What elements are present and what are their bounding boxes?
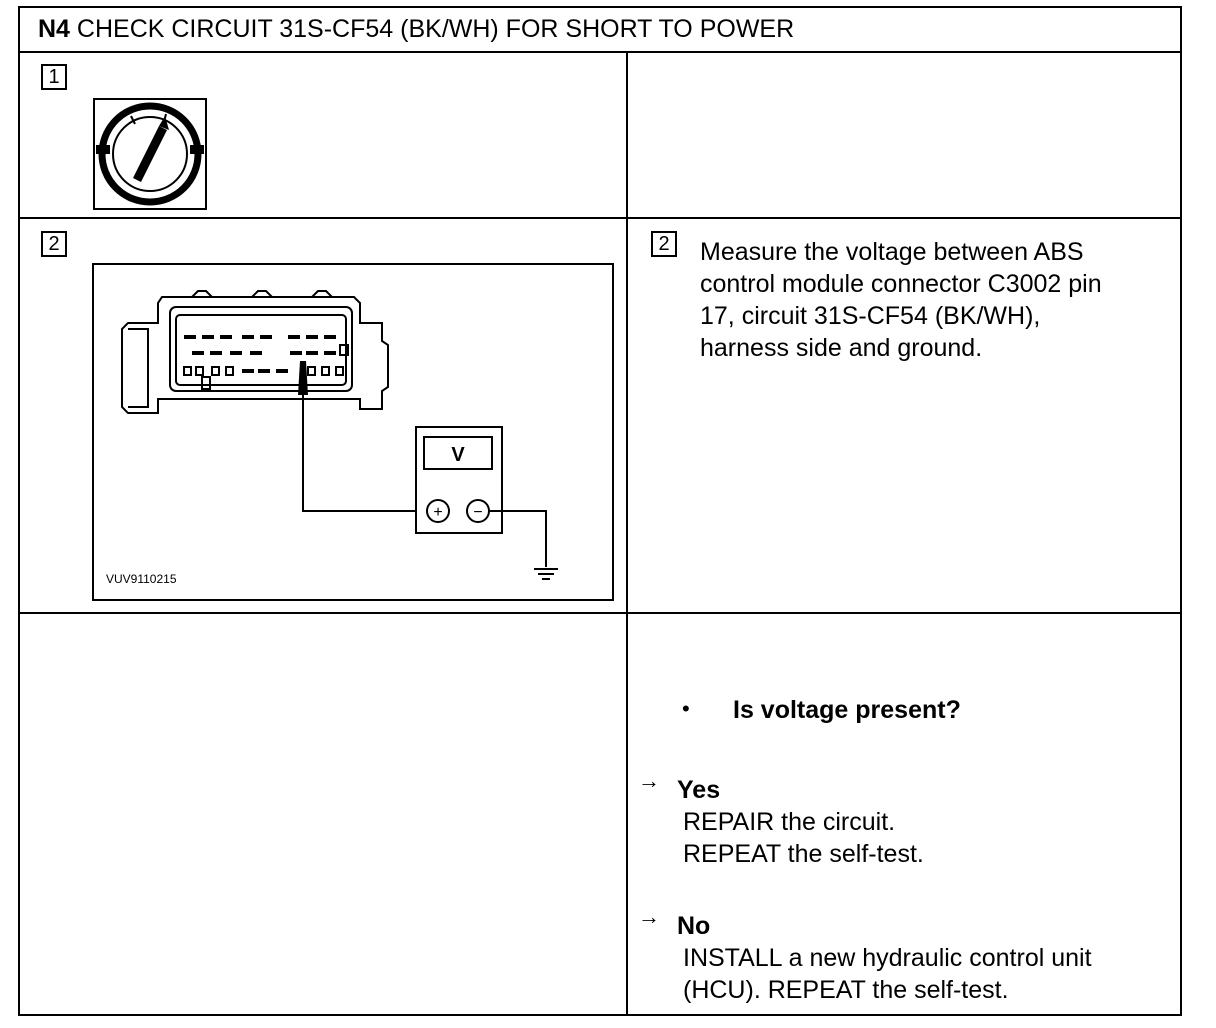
step-id: N4: [38, 15, 70, 43]
no-arrow-icon: →: [638, 904, 660, 929]
ignition-right-stop: [190, 145, 204, 154]
step-title-text: CHECK CIRCUIT 31S-CF54 (BK/WH) FOR SHORT…: [76, 15, 795, 43]
positive-terminal-sign: +: [433, 504, 442, 521]
instruction-line: control module connector C3002 pin: [700, 270, 1102, 298]
step-2-number: 2: [41, 231, 67, 257]
instruction-line: Measure the voltage between ABS: [700, 238, 1084, 266]
probe-tip: [298, 361, 308, 395]
ignition-tick-1: [130, 115, 136, 125]
ignition-inner-ring: [112, 116, 188, 192]
positive-lead: [302, 395, 418, 512]
positive-terminal: [426, 499, 450, 523]
connector-voltage-diagram: V + − VUV9110215: [92, 263, 614, 601]
no-action-line: INSTALL a new hydraulic control unit: [683, 944, 1092, 972]
step-title: N4 CHECK CIRCUIT 31S-CF54 (BK/WH) FOR SH…: [38, 15, 794, 44]
negative-terminal-sign: −: [473, 504, 482, 521]
column-divider: [626, 51, 628, 1016]
ignition-left-stop: [96, 145, 110, 154]
yes-label: Yes: [677, 776, 721, 804]
no-label: No: [677, 912, 711, 940]
ground-symbol: [534, 568, 558, 580]
yes-arrow-icon: →: [638, 768, 660, 793]
ignition-key-tip: [159, 116, 169, 130]
multimeter-label: V: [451, 444, 465, 466]
yes-action-line: REPEAT the self-test.: [683, 840, 924, 868]
instruction-line: 17, circuit 31S-CF54 (BK/WH),: [700, 302, 1041, 330]
procedure-table: [18, 6, 1182, 1016]
question-bullet: •: [682, 696, 690, 721]
row-divider-step2: [18, 612, 1182, 614]
no-action-line: (HCU). REPEAT the self-test.: [683, 976, 1009, 1004]
multimeter-display: [423, 436, 493, 470]
measure-instruction: Measure the voltage between ABS control …: [700, 236, 1170, 364]
connector-c3002: [121, 290, 389, 414]
instruction-2-number: 2: [651, 231, 677, 257]
ignition-switch-figure: [93, 98, 207, 210]
yes-action-line: REPAIR the circuit.: [683, 808, 896, 836]
negative-lead: [489, 510, 547, 567]
check-question: Is voltage present?: [733, 696, 961, 724]
figure-code: VUV9110215: [106, 572, 177, 586]
connector-pin-rows: [184, 335, 336, 373]
row-divider-header: [18, 51, 1182, 53]
step-1-number: 1: [41, 64, 67, 90]
row-divider-step1: [18, 217, 1182, 219]
instruction-line: harness side and ground.: [700, 334, 983, 362]
connector-small-pins: [183, 344, 349, 390]
ignition-key-blade: [133, 126, 167, 182]
